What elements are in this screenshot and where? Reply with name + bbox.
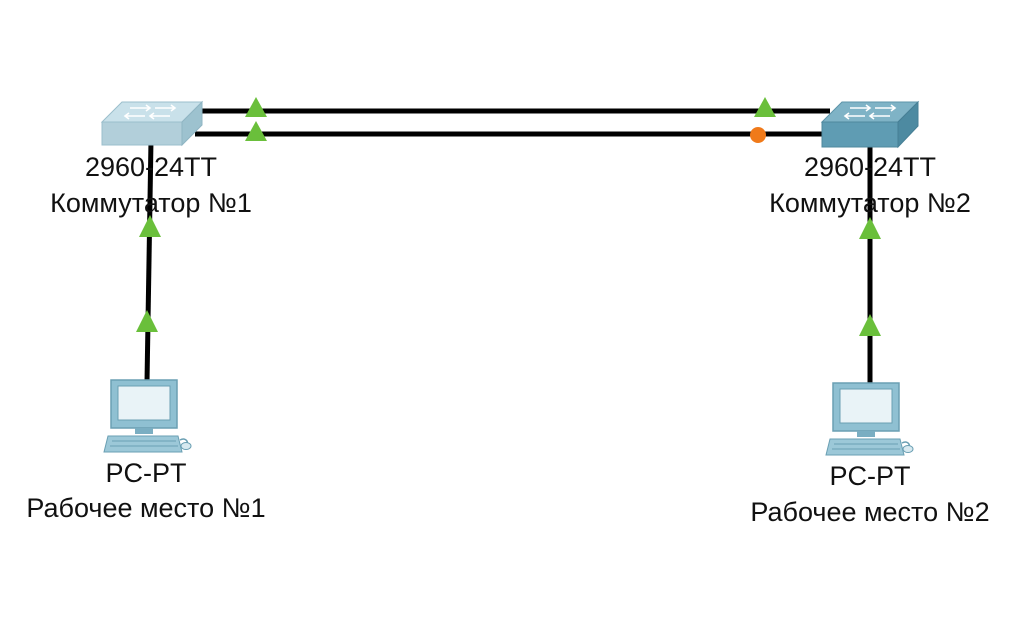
links	[144, 108, 873, 385]
switch-2-icon[interactable]	[820, 100, 920, 149]
status-up-icon	[754, 97, 776, 117]
pc-2-model-label: PC-PT	[829, 461, 911, 491]
switch-1-icon[interactable]	[100, 100, 204, 147]
status-up-icon	[245, 97, 267, 117]
status-up-icon	[136, 310, 158, 332]
switch-1-name-label: Коммутатор №1	[50, 188, 252, 218]
pc-2-icon[interactable]	[825, 382, 914, 456]
pc-1-model-label: PC-PT	[105, 458, 187, 488]
pc-1-icon[interactable]	[103, 379, 192, 453]
status-up-icon	[859, 217, 881, 239]
switch-2-model-label: 2960-24TT	[803, 152, 937, 182]
status-blocking-icon	[750, 127, 766, 143]
pc-1-name-label: Рабочее место №1	[26, 493, 266, 523]
switch-1-model-label: 2960-24TT	[84, 152, 218, 182]
switch-2-name-label: Коммутатор №2	[769, 188, 971, 218]
status-up-icon	[859, 314, 881, 336]
link-status-indicators	[136, 97, 881, 336]
pc1-link[interactable]	[144, 139, 154, 383]
status-up-icon	[245, 121, 267, 141]
pc-2-name-label: Рабочее место №2	[750, 497, 990, 527]
status-up-icon	[139, 215, 161, 237]
